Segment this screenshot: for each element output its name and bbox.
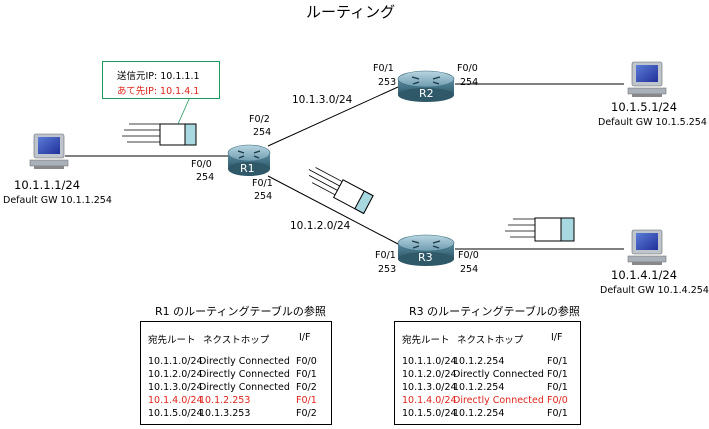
packet-2-icon bbox=[308, 167, 374, 215]
r3-port-f00-addr: 254 bbox=[460, 264, 479, 275]
route-interface: F0/2 bbox=[296, 382, 317, 393]
link-r1-r2 bbox=[267, 86, 399, 147]
route-interface: F0/0 bbox=[547, 395, 568, 406]
router-r2 bbox=[397, 70, 455, 102]
route-destination: 10.1.5.0/24 bbox=[402, 408, 457, 419]
route-interface: F0/0 bbox=[296, 356, 317, 367]
host-pc-h3-icon bbox=[627, 229, 667, 265]
r1-port-f01-name: F0/1 bbox=[252, 178, 273, 189]
r3-port-f01-name: F0/1 bbox=[375, 250, 396, 261]
host-1-gateway: Default GW 10.1.1.254 bbox=[3, 195, 112, 206]
route-destination: 10.1.4.0/24 bbox=[148, 395, 203, 406]
source-ip: 送信元IP: 10.1.1.1 bbox=[117, 71, 200, 82]
router-r2-label: R2 bbox=[419, 87, 434, 100]
route-interface: F0/1 bbox=[547, 408, 568, 419]
route-interface: F0/1 bbox=[296, 369, 317, 380]
route-next-hop: Directly Connected bbox=[453, 369, 544, 380]
route-destination: 10.1.3.0/24 bbox=[148, 382, 203, 393]
r2-port-f01-addr: 253 bbox=[378, 77, 397, 88]
r1-port-f01-addr: 254 bbox=[254, 191, 273, 202]
router-r3 bbox=[397, 234, 455, 266]
route-next-hop: Directly Connected bbox=[199, 369, 290, 380]
route-next-hop: 10.1.2.254 bbox=[453, 382, 505, 393]
router-r1-label: R1 bbox=[240, 162, 255, 175]
r1-port-f02-addr: 254 bbox=[253, 127, 272, 138]
network-10-1-3-label: 10.1.3.0/24 bbox=[292, 94, 353, 106]
packet-info-box: 送信元IP: 10.1.1.1 あて先IP: 10.1.4.1 bbox=[102, 61, 220, 99]
table-header-row: 宛先ルート ネクストホップ I/F bbox=[395, 332, 580, 346]
callout-line bbox=[177, 96, 191, 125]
route-interface: F0/1 bbox=[547, 356, 568, 367]
route-destination: 10.1.4.0/24 bbox=[402, 395, 457, 406]
route-next-hop: Directly Connected bbox=[199, 382, 290, 393]
packet-3-icon bbox=[505, 217, 575, 242]
route-destination: 10.1.5.0/24 bbox=[148, 408, 203, 419]
route-interface: F0/1 bbox=[547, 382, 568, 393]
router-r1 bbox=[227, 144, 271, 176]
route-next-hop: 10.1.2.253 bbox=[199, 395, 251, 406]
route-next-hop: 10.1.2.254 bbox=[453, 408, 505, 419]
router-r3-label: R3 bbox=[418, 251, 433, 264]
route-next-hop: Directly Connected bbox=[453, 395, 544, 406]
header-destination: 宛先ルート bbox=[402, 335, 450, 346]
page-title: ルーティング bbox=[306, 3, 396, 21]
route-interface: F0/1 bbox=[296, 395, 317, 406]
r2-port-f00-addr: 254 bbox=[460, 77, 479, 88]
r1-port-f00-addr: 254 bbox=[196, 172, 215, 183]
route-next-hop: 10.1.2.254 bbox=[453, 356, 505, 367]
host-pc-h2-icon bbox=[627, 61, 667, 97]
route-destination: 10.1.1.0/24 bbox=[402, 356, 457, 367]
host-2-gateway: Default GW 10.1.5.254 bbox=[598, 117, 707, 128]
table-header-row: 宛先ルート ネクストホップ I/F bbox=[141, 332, 331, 346]
host-2-ip: 10.1.5.1/24 bbox=[611, 100, 678, 114]
r3-port-f00-name: F0/0 bbox=[458, 250, 479, 261]
r3-port-f01-addr: 253 bbox=[378, 264, 397, 275]
route-destination: 10.1.3.0/24 bbox=[402, 382, 457, 393]
r1-port-f00-name: F0/0 bbox=[191, 159, 212, 170]
route-destination: 10.1.2.0/24 bbox=[402, 369, 457, 380]
route-interface: F0/2 bbox=[296, 408, 317, 419]
route-destination: 10.1.1.0/24 bbox=[148, 356, 203, 367]
header-interface: I/F bbox=[299, 332, 311, 343]
r1-port-f02-name: F0/2 bbox=[249, 114, 270, 125]
route-interface: F0/1 bbox=[547, 369, 568, 380]
r2-port-f00-name: F0/0 bbox=[457, 63, 478, 74]
r1-table-title: R1 のルーティングテーブルの参照 bbox=[155, 305, 326, 318]
header-next-hop: ネクストホップ bbox=[457, 335, 524, 346]
r2-port-f01-name: F0/1 bbox=[373, 63, 394, 74]
r3-table-title: R3 のルーティングテーブルの参照 bbox=[409, 305, 580, 318]
header-destination: 宛先ルート bbox=[148, 335, 196, 346]
link-r1-r3 bbox=[267, 175, 399, 245]
destination-ip: あて先IP: 10.1.4.1 bbox=[117, 86, 200, 97]
packet-1-icon bbox=[122, 123, 197, 146]
host-1-ip: 10.1.1.1/24 bbox=[14, 178, 81, 192]
route-destination: 10.1.2.0/24 bbox=[148, 369, 203, 380]
header-interface: I/F bbox=[551, 332, 563, 343]
host-pc-h1-icon bbox=[29, 133, 69, 169]
route-next-hop: 10.1.3.253 bbox=[199, 408, 251, 419]
network-10-1-2-label: 10.1.2.0/24 bbox=[290, 220, 351, 232]
host-3-gateway: Default GW 10.1.4.254 bbox=[600, 285, 709, 296]
route-next-hop: Directly Connected bbox=[199, 356, 290, 367]
host-3-ip: 10.1.4.1/24 bbox=[611, 268, 678, 282]
header-next-hop: ネクストホップ bbox=[203, 335, 270, 346]
